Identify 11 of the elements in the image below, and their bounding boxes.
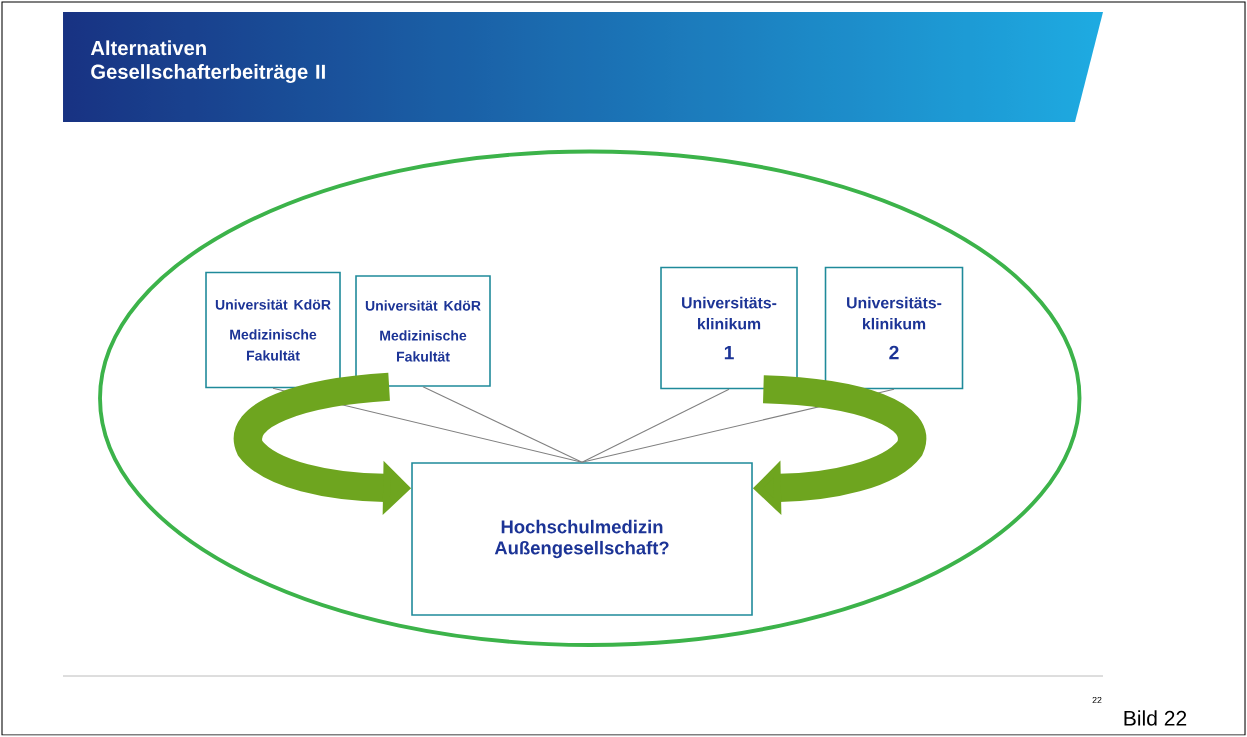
ellipse-outline [98,149,1082,647]
process-box: Universität KdöR Medizinische Fakultät [355,275,491,387]
title: Alternativen Gesellschafterbeiträge II [90,40,325,83]
connector-line [581,388,730,463]
slide-label: Bild 22 [1124,710,1187,726]
process-box: Universität KdöR Medizinische Fakultät [205,271,341,389]
process-box: Universitäts- klinikum 2 [824,266,964,390]
page-number: 22 [1092,696,1102,704]
connector-line [422,386,583,463]
process-box: Universitäts- klinikum 1 [660,266,798,390]
process-box: Hochschulmedizin Außengesellschaft? [411,462,753,616]
